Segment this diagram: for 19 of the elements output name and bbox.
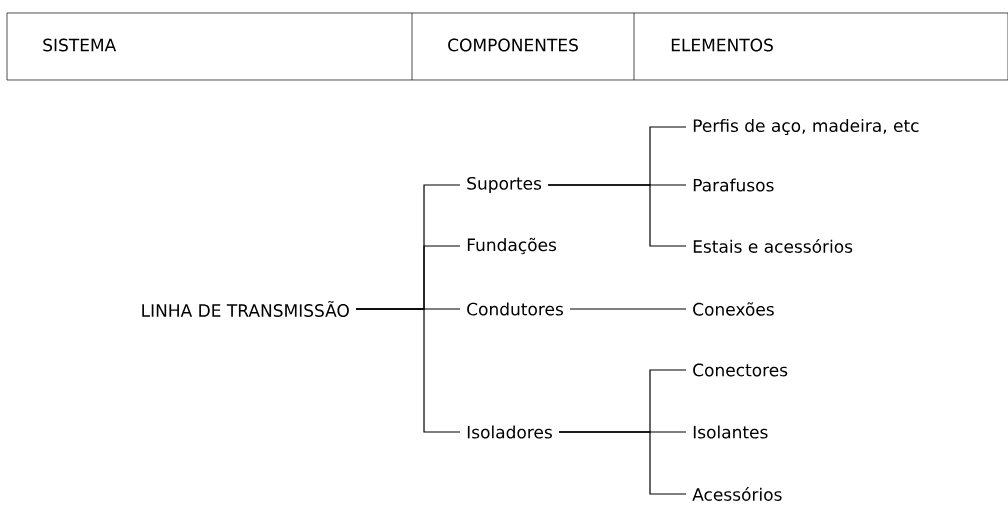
column-header: SISTEMA xyxy=(43,38,117,52)
tree-connector xyxy=(569,308,687,310)
tree-label: Conectores xyxy=(693,363,788,377)
tree-label: Conexões xyxy=(693,302,774,316)
tree-label: Acessórios xyxy=(692,487,782,501)
tree-connector xyxy=(547,184,687,247)
tree-label: Isoladores xyxy=(467,425,552,439)
tree-label: Parafusos xyxy=(693,178,774,192)
tree-label: Fundações xyxy=(467,237,557,255)
tree-label: LINHA DE TRANSMISSÃO xyxy=(142,301,349,317)
tree-label: Isolantes xyxy=(693,425,768,439)
tree-label: Suportes xyxy=(467,176,542,194)
column-header: ELEMENTOS xyxy=(671,38,773,52)
tree-label: Perfis de aço, madeira, etc xyxy=(693,118,919,136)
tree-label: Condutores xyxy=(467,302,563,316)
tree-connector xyxy=(355,308,461,433)
column-header: COMPONENTES xyxy=(448,38,578,52)
tree-connector xyxy=(558,431,687,495)
tree-label: Estais e acessórios xyxy=(693,239,853,253)
